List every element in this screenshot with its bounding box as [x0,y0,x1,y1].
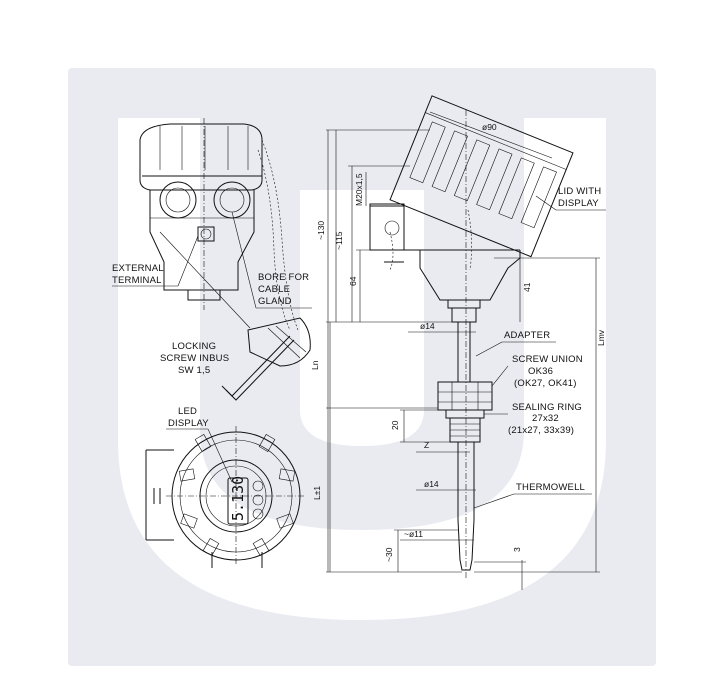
svg-text:SW 1,5: SW 1,5 [178,365,210,376]
svg-text:GLAND: GLAND [258,296,292,307]
svg-text:41: 41 [522,282,532,292]
led-display-label: LED DISPLAY [166,406,233,483]
svg-text:SEALING RING: SEALING RING [512,402,582,413]
svg-text:20: 20 [390,420,400,430]
svg-text:(21x27, 33x39): (21x27, 33x39) [508,425,574,436]
svg-text:TERMINAL: TERMINAL [112,275,162,286]
bore-cable-gland-label: BORE FOR CABLE GLAND [231,211,312,309]
svg-text:5.130: 5.130 [229,476,247,521]
head-side-view [139,118,299,331]
svg-text:ø14: ø14 [420,321,435,331]
svg-text:LID WITH: LID WITH [558,186,601,197]
svg-text:~ø11: ~ø11 [404,529,423,539]
svg-text:DISPLAY: DISPLAY [558,198,599,209]
svg-text:(OK27, OK41): (OK27, OK41) [514,378,577,389]
svg-text:THERMOWELL: THERMOWELL [516,482,585,493]
svg-text:LOCKING: LOCKING [172,341,216,352]
lid-with-display-label: LID WITH DISPLAY [535,186,606,211]
adapter-label: ADAPTER [475,330,556,357]
svg-text:3: 3 [512,547,522,552]
svg-text:DISPLAY: DISPLAY [168,418,209,429]
svg-text:ø90: ø90 [482,122,497,132]
svg-text:Z: Z [424,440,429,450]
svg-text:BORE FOR: BORE FOR [258,272,309,283]
head-top-view: 5.130 [145,426,306,568]
thermowell-label: THERMOWELL [473,482,592,509]
svg-text:SCREW INBUS: SCREW INBUS [160,353,229,364]
locking-screw-detail: LOCKING SCREW INBUS SW 1,5 [159,231,311,401]
sealing-ring-label: SEALING RING 27x32 (21x27, 33x39) [484,402,582,436]
external-terminal-label: EXTERNAL TERMINAL [112,235,199,287]
watermark-logo [68,68,656,666]
svg-text:M20x1,5: M20x1,5 [354,173,364,206]
svg-text:L±1: L±1 [312,486,322,500]
svg-text:64: 64 [348,276,358,286]
svg-text:27x32: 27x32 [532,413,559,424]
svg-text:EXTERNAL: EXTERNAL [112,263,164,274]
svg-text:~30: ~30 [384,547,394,562]
svg-text:~130: ~130 [316,221,326,240]
svg-text:OK36: OK36 [528,366,553,377]
lid-ribs [178,434,296,556]
svg-text:~115: ~115 [334,231,344,250]
dimension-lines: ~130 ~115 M20x1,5 64 41 Lmv Ln L±1 ø14 2… [310,111,606,590]
svg-text:ø14: ø14 [424,479,439,489]
svg-text:Lmv: Lmv [596,329,606,346]
svg-text:SCREW UNION: SCREW UNION [512,354,583,365]
svg-text:LED: LED [178,406,197,417]
svg-text:ADAPTER: ADAPTER [504,330,550,341]
svg-text:CABLE: CABLE [258,284,290,295]
svg-text:Ln: Ln [310,360,320,370]
screw-union-label: SCREW UNION OK36 (OK27, OK41) [491,354,583,389]
